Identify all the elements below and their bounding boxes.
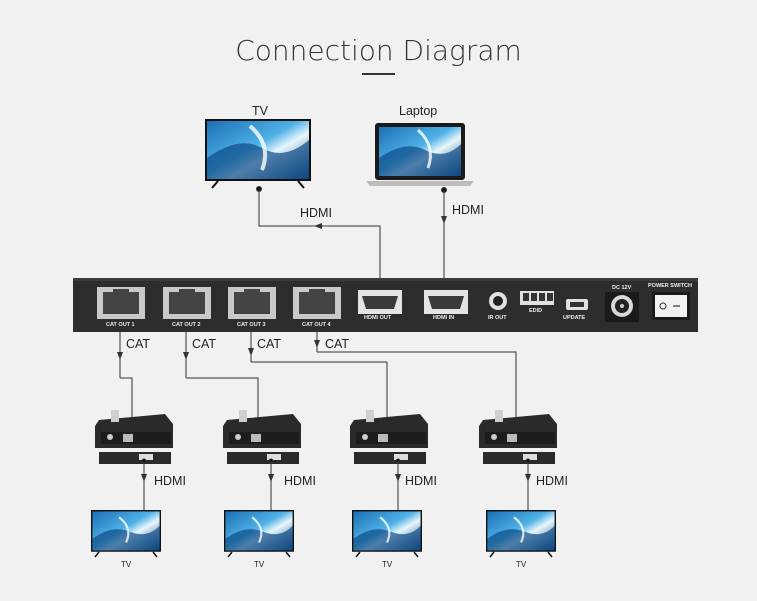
- cat-out-2-label: CAT OUT 2: [172, 322, 201, 328]
- cat-out-2-port: [163, 287, 211, 319]
- tv-icon: [205, 119, 311, 189]
- cat-2-link-label: CAT: [192, 337, 217, 351]
- cat-connections: [117, 332, 517, 420]
- hdmi-in-label: HDMI IN: [433, 315, 455, 321]
- receiver-hdmi-connections: [141, 458, 531, 510]
- hdmi-in-link-label: HDMI: [452, 203, 484, 217]
- page-title: Connection Diagram: [235, 34, 522, 67]
- receiver-tv-3: [350, 508, 424, 558]
- receiver-tv-3-label: TV: [382, 560, 393, 569]
- receiver-3-hdmi-label: HDMI: [405, 474, 437, 488]
- receiver-3: [350, 410, 428, 464]
- cat-out-1-label: CAT OUT 1: [106, 322, 135, 328]
- tv-source-label: TV: [252, 104, 268, 118]
- power-switch: [652, 292, 690, 320]
- receiver-1: [95, 410, 173, 464]
- receiver-tv-1: [89, 508, 163, 558]
- receiver-tv-4-label: TV: [516, 560, 527, 569]
- hdmi-out-port: [358, 290, 402, 314]
- cat-1-link-label: CAT: [126, 337, 151, 351]
- update-port: [566, 299, 588, 310]
- cat-out-3-port: [228, 287, 276, 319]
- edid-switch: [520, 291, 554, 305]
- ir-out-label: IR OUT: [488, 315, 507, 321]
- cat-3-link-label: CAT: [257, 337, 282, 351]
- ir-out-jack: [489, 292, 507, 310]
- cat-out-3-label: CAT OUT 3: [237, 322, 266, 328]
- edid-label: EDID: [529, 308, 543, 314]
- hdmi-out-link-label: HDMI: [300, 206, 332, 220]
- device-panel: [73, 278, 698, 332]
- receiver-4-hdmi-label: HDMI: [536, 474, 568, 488]
- receiver-tv-2-label: TV: [254, 560, 265, 569]
- power-switch-label: POWER SWITCH: [648, 283, 692, 289]
- dc-power-jack: [605, 292, 639, 322]
- cat-4-link-label: CAT: [325, 337, 350, 351]
- receiver-tv-2: [222, 508, 296, 558]
- receiver-tv-1-label: TV: [121, 560, 132, 569]
- receiver-4: [479, 410, 557, 464]
- receiver-2-hdmi-label: HDMI: [284, 474, 316, 488]
- cat-out-4-label: CAT OUT 4: [302, 322, 331, 328]
- receiver-1-hdmi-label: HDMI: [154, 474, 186, 488]
- hdmi-in-port: [424, 290, 468, 314]
- laptop-label: Laptop: [399, 104, 438, 118]
- title-underline: [362, 73, 395, 75]
- receiver-2: [223, 410, 301, 464]
- update-label: UPDATE: [563, 315, 586, 321]
- dc-12v-label: DC 12V: [612, 285, 632, 291]
- receiver-tv-4: [484, 508, 558, 558]
- cat-out-4-port: [293, 287, 341, 319]
- cat-out-1-port: [97, 287, 145, 319]
- hdmi-out-label: HDMI OUT: [364, 315, 392, 321]
- top-connections: [256, 186, 447, 288]
- laptop-icon: [366, 123, 474, 186]
